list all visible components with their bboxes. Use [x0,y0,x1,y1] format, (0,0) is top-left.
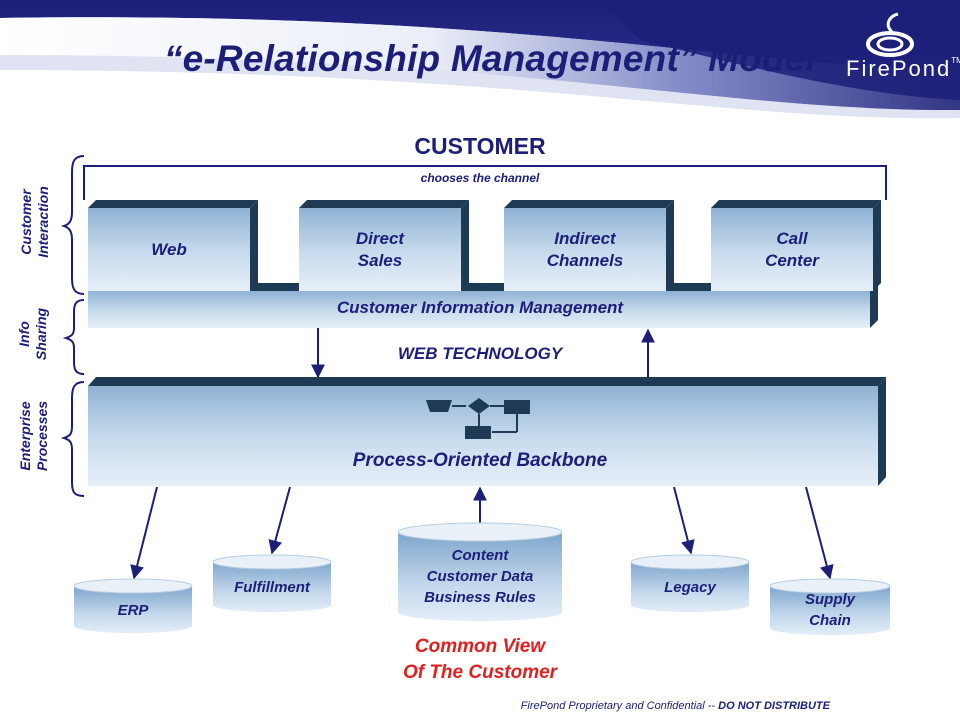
firepond-logo-icon [866,12,914,57]
channel-web: Web [151,239,187,259]
system-legacy: Legacy [664,578,716,596]
footer-emphasis: DO NOT DISTRIBUTE [718,700,830,712]
backbone-side [878,377,886,486]
logo-trademark: TM [951,56,960,65]
cim-label: Customer Information Management [336,298,624,317]
cim-bar [88,291,870,328]
side-label-enterprise-processes: Enterprise Processes [17,400,50,472]
system-fulfillment: Fulfillment [234,578,310,596]
cylinder-content [397,522,563,621]
brace-customer-interaction [60,155,85,295]
channel-box-indirect-channels [504,200,674,291]
footer-prefix: FirePond Proprietary and Confidential -- [520,700,719,712]
arrow-to-erp [130,486,158,580]
channel-box-direct-sales [299,200,469,291]
firepond-logo-text: FirePondTM [846,56,960,82]
channel-indirect-channels: Indirect Channels [546,228,624,270]
brace-info-sharing [62,299,85,375]
customer-bracket [83,165,887,200]
brace-enterprise-processes [60,381,85,497]
channel-box-call-center [711,200,881,291]
arrow-to-fulfillment [268,486,291,555]
arrow-to-legacy [673,486,695,555]
side-label-info-sharing: Info Sharing [16,307,49,361]
common-view-caption: Common View Of The Customer [402,636,558,683]
channel-direct-sales: Direct Sales [355,228,405,270]
header-banner [0,0,960,125]
footer-confidential: FirePond Proprietary and Confidential --… [420,700,830,712]
channel-call-center: Call Center [765,228,819,270]
system-supply-chain: Supply Chain [804,591,855,629]
side-label-customer-interaction: Customer Interaction [18,186,51,258]
backbone-label: Process-Oriented Backbone [352,450,608,471]
customer-title: CUSTOMER [414,133,546,159]
arrow-to-supply-chain [805,486,834,580]
page-title: “e-Relationship Management” Model [163,38,817,79]
cim-bar-top [88,283,878,291]
process-flow-icon [426,398,530,439]
channel-box-web [88,200,258,291]
logo-wordmark: FirePond [846,56,952,81]
web-technology-label: WEB TECHNOLOGY [397,344,563,363]
system-erp: ERP [117,601,149,619]
cylinder-fulfillment [212,554,332,612]
customer-subtitle: chooses the channel [420,171,540,185]
backbone-top [88,377,886,386]
system-content: Content Customer Data Business Rules [424,546,536,606]
cylinder-erp [73,578,193,633]
cylinder-legacy [630,554,750,612]
cylinder-supply-chain [769,578,891,635]
cim-bar-side [870,283,878,328]
